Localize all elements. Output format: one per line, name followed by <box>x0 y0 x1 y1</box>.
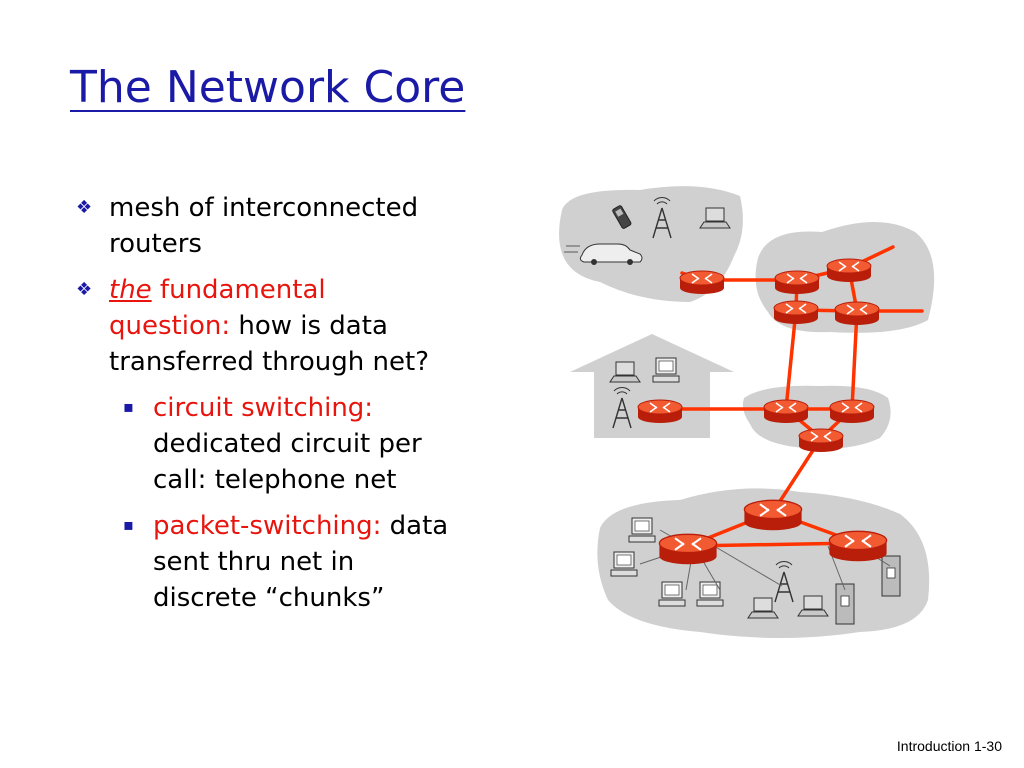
router-icon <box>828 530 888 563</box>
router-icon <box>763 399 809 424</box>
router-icon <box>798 428 844 453</box>
bullet-mesh: ❖ mesh of interconnected routers <box>76 190 536 262</box>
subbullet-packet: ▪ packet-switching: data sent thru net i… <box>76 508 536 616</box>
router-icon <box>826 258 872 283</box>
server-icon <box>881 555 901 597</box>
subbullet-circuit-line2: dedicated circuit per <box>153 429 422 459</box>
bullet-question-text1: how is data <box>230 311 388 341</box>
router-icon <box>743 499 803 532</box>
subbullet-circuit: ▪ circuit switching: dedicated circuit p… <box>76 390 536 498</box>
router-icon <box>834 301 880 326</box>
lan-desktop-icon <box>696 581 724 607</box>
bullet-mesh-line2: routers <box>109 229 202 259</box>
subbullet-packet-tail: data <box>381 511 449 541</box>
subbullet-packet-line3: discrete “chunks” <box>153 583 385 613</box>
bullet-list: ❖ mesh of interconnected routers ❖ the f… <box>76 190 536 626</box>
router-icon <box>829 399 875 424</box>
bullet-question: ❖ the fundamental question: how is data … <box>76 272 536 380</box>
router-icon <box>773 300 819 325</box>
subbullet-packet-line2: sent thru net in <box>153 547 355 577</box>
network-core-diagram <box>559 186 935 638</box>
lan-desktop-icon <box>610 551 638 577</box>
bullet-question-label: question: <box>109 311 231 341</box>
bullet-question-fundamental: fundamental <box>151 275 326 305</box>
slide-title: The Network Core <box>70 62 466 113</box>
router-icon <box>637 399 683 424</box>
bullet-mesh-line1: mesh of interconnected <box>109 193 419 223</box>
home-desktop-icon <box>652 357 680 383</box>
slide-footer: Introduction 1-30 <box>896 738 1002 754</box>
router-icon <box>679 270 725 295</box>
router-icon <box>658 533 718 566</box>
diamond-bullet-icon: ❖ <box>76 279 93 300</box>
bullet-question-the: the <box>109 275 152 305</box>
subbullet-circuit-line3: call: telephone net <box>153 465 397 495</box>
lan-desktop-icon <box>658 581 686 607</box>
subbullet-packet-term: packet-switching: <box>153 511 382 541</box>
bullet-question-text2: transferred through net? <box>109 347 429 377</box>
car-icon <box>564 243 643 265</box>
square-bullet-icon: ▪ <box>123 397 134 416</box>
diamond-bullet-icon: ❖ <box>76 197 93 218</box>
lan-desktop-icon <box>628 517 656 543</box>
subbullet-circuit-term: circuit switching: <box>153 393 374 423</box>
router-icon <box>774 270 820 295</box>
square-bullet-icon: ▪ <box>123 515 134 534</box>
cell-phone-icon <box>612 205 632 229</box>
